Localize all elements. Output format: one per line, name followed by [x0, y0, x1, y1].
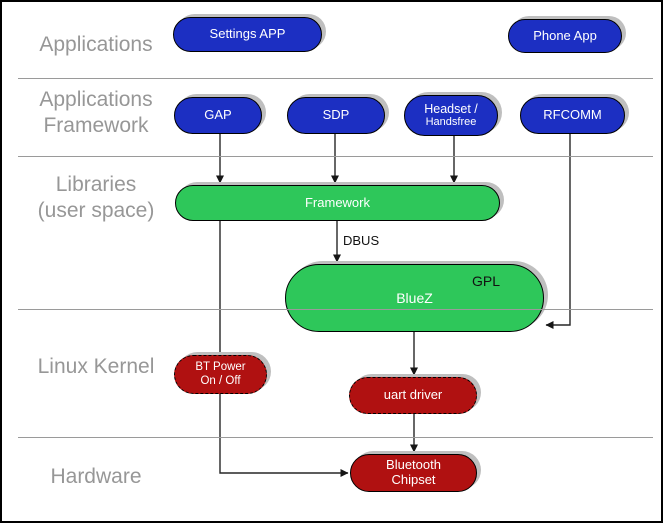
node-gap: GAP [174, 97, 262, 134]
layer-divider-libraries [18, 309, 653, 310]
layer-label-hardware: Hardware [50, 465, 142, 488]
layer-label-applications: Applications [39, 33, 153, 56]
node-phone-app: Phone App [508, 19, 622, 53]
node-bluez: BlueZ [285, 264, 544, 332]
node-headset-line2: Handsfree [425, 116, 477, 129]
node-settings-app: Settings APP [173, 17, 322, 52]
node-uart-driver: uart driver [349, 377, 477, 414]
layer-divider-applications-framework [18, 156, 653, 157]
node-bluetooth-chipset: Bluetooth Chipset [350, 454, 477, 492]
node-headset-handsfree: Headset / Handsfree [404, 95, 498, 136]
bluez-gpl-tag: GPL [472, 273, 501, 289]
layer-label-linux-kernel: Linux Kernel [37, 355, 155, 378]
node-headset-line1: Headset / [424, 101, 478, 116]
node-sdp: SDP [287, 97, 385, 134]
layer-label-libraries-user-space: Libraries (user space) [37, 173, 155, 223]
edge-rfcomm-bluez [545, 134, 571, 329]
node-bt-power-on-off: BT Power On / Off [174, 355, 267, 394]
node-framework: Framework [175, 185, 500, 221]
layer-label-applications-framework: Applications Framework [39, 88, 153, 138]
layer-divider-linux-kernel [18, 437, 653, 438]
dbus-edge-label: DBUS [343, 233, 380, 248]
edge-framework-chipset [219, 221, 349, 477]
node-rfcomm: RFCOMM [520, 97, 625, 134]
layer-divider-applications [18, 78, 653, 79]
